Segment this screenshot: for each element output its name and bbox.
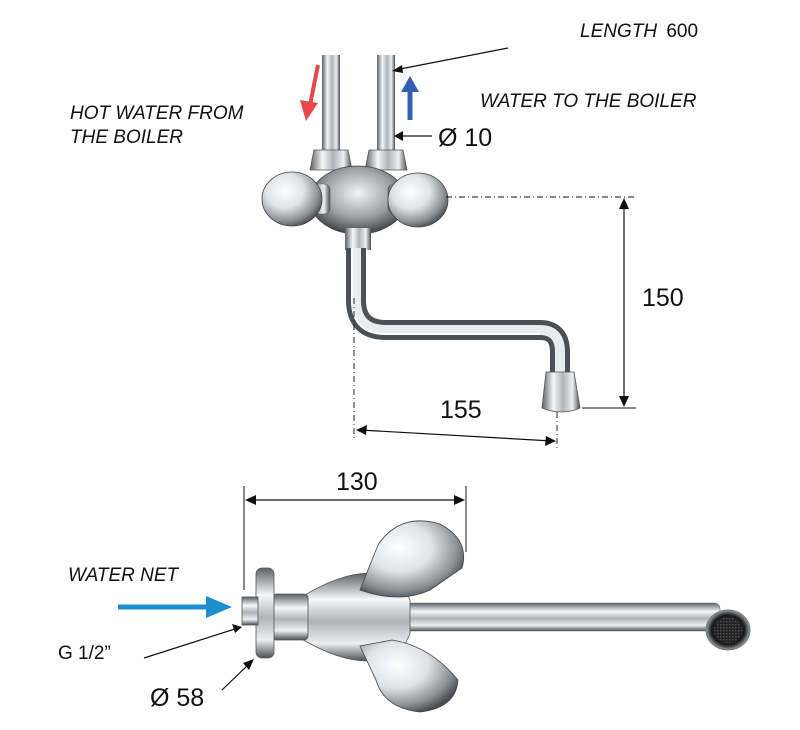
thread-label: G 1/2” xyxy=(58,643,111,664)
hot-water-label-line2: THE BOILER xyxy=(70,127,183,148)
pipe-diameter-label: Ø 10 xyxy=(438,124,493,152)
threaded-inlet xyxy=(241,596,259,626)
length-label: LENGTH 600 xyxy=(580,22,698,41)
reach-dimension-line xyxy=(359,429,553,442)
arrow-down-icon xyxy=(300,64,320,121)
thread-leader xyxy=(143,627,239,659)
top-view-hot-knob xyxy=(359,520,465,598)
arrow-up-icon xyxy=(401,76,419,120)
length-leader xyxy=(394,47,509,71)
hot-valve-knob xyxy=(261,171,331,227)
length-value: 600 xyxy=(666,21,699,42)
top-view-faucet xyxy=(241,520,751,713)
reach-dimension-label: 155 xyxy=(440,396,482,424)
spout-aerator xyxy=(541,371,581,413)
cold-pipe-nut xyxy=(364,149,408,171)
water-net-label: WATER NET xyxy=(68,565,179,586)
width-dimension-label: 130 xyxy=(336,468,378,496)
top-view-cold-knob xyxy=(359,639,459,713)
cold-valve-knob xyxy=(387,172,449,228)
front-view-faucet xyxy=(261,55,581,413)
flange-diameter-label: Ø 58 xyxy=(150,684,205,712)
water-to-boiler-label: WATER TO THE BOILER xyxy=(480,91,697,112)
arrow-right-icon xyxy=(118,596,232,618)
hot-water-label-line1: HOT WATER FROM xyxy=(70,103,244,124)
wall-flange xyxy=(255,567,275,659)
flange-diameter-leader xyxy=(221,662,251,691)
hot-supply-pipe xyxy=(322,55,340,165)
cold-supply-pipe xyxy=(377,55,395,165)
height-dimension-label: 150 xyxy=(642,284,684,312)
top-view-spout xyxy=(389,602,721,632)
spout xyxy=(346,248,570,380)
length-word: LENGTH xyxy=(580,21,658,42)
